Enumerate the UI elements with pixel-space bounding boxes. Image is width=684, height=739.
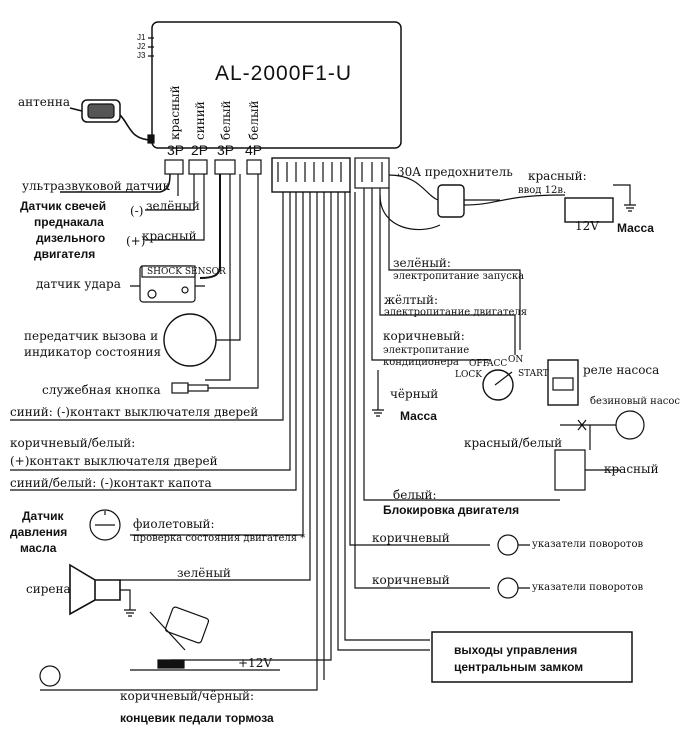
shock-label: датчик удара bbox=[36, 277, 121, 291]
brake-wire-label: коричневый/чёрный: bbox=[120, 689, 255, 703]
lock-label: LOCK bbox=[455, 370, 482, 380]
oil-check: проверка состояния двигателя * bbox=[133, 533, 306, 544]
siren-label: сирена bbox=[26, 582, 71, 596]
brown-label: коричневый: bbox=[383, 329, 465, 343]
relay-2 bbox=[554, 449, 586, 491]
battery-icon bbox=[564, 197, 614, 223]
turn2-label: указатели поворотов bbox=[532, 582, 644, 593]
glow-plus: (+) bbox=[126, 234, 146, 248]
j2-label: J2 bbox=[137, 42, 146, 51]
brown-t2-label: коричневый bbox=[372, 573, 450, 587]
door-plus-label-2: (+)контакт выключателя дверей bbox=[10, 454, 218, 468]
fuel-pump-icon bbox=[615, 410, 645, 440]
red-white-label: красный/белый bbox=[464, 436, 563, 450]
oil-violet: фиолетовый: bbox=[133, 517, 215, 531]
central-lock-box bbox=[431, 631, 633, 683]
start-label: START bbox=[518, 369, 549, 379]
alarm-module bbox=[151, 21, 402, 149]
connector-2-pins: 2P bbox=[191, 142, 209, 158]
module-j-pins bbox=[148, 37, 154, 57]
input-12-label: ввод 12в. bbox=[518, 185, 567, 196]
ac-label-2: кондиционера bbox=[383, 357, 459, 368]
siren-green: зелёный bbox=[177, 566, 231, 580]
white-label: белый: bbox=[393, 488, 437, 502]
connector-1-color: красный bbox=[168, 85, 182, 140]
red2-label: красный bbox=[604, 462, 659, 476]
glow-red: красный bbox=[142, 229, 197, 243]
connector-2-color: синий bbox=[193, 101, 207, 140]
on-label: ON bbox=[508, 355, 524, 365]
glow-label-4: двигателя bbox=[34, 247, 96, 261]
brown-t1-label: коричневый bbox=[372, 531, 450, 545]
green-label: зелёный: bbox=[393, 256, 451, 270]
connector-1-pins: 3P bbox=[167, 142, 185, 158]
start-power-label: электропитание запуска bbox=[393, 271, 525, 282]
lock-out-label-2: центральным замком bbox=[454, 660, 584, 674]
transmitter-label-1: передатчик вызова и bbox=[24, 329, 159, 343]
oil-sensor-icon bbox=[89, 509, 121, 541]
connector-4-color: белый bbox=[247, 100, 261, 141]
battery-label: 12V bbox=[575, 219, 599, 233]
acc-label: ACC bbox=[487, 359, 508, 369]
brake-switch bbox=[157, 659, 185, 669]
shock-box-label: SHOCK SENSOR bbox=[147, 267, 226, 277]
module-model: AL-2000F1-U bbox=[215, 62, 353, 85]
glow-label-1: Датчик свечей bbox=[20, 199, 107, 213]
pump-relay-icon bbox=[547, 359, 579, 406]
shock-sensor-icon bbox=[130, 265, 205, 303]
door-plus-label-1: коричневый/белый: bbox=[10, 436, 136, 450]
ac-label-1: электропитание bbox=[383, 345, 470, 356]
transmitter-icon bbox=[163, 313, 217, 367]
door-minus-label: синий: (-)контакт выключателя дверей bbox=[10, 405, 259, 419]
glow-label-3: дизельного bbox=[36, 231, 106, 245]
connector-4-pins: 4P bbox=[245, 142, 263, 158]
engine-power-label: электропитание двигателя bbox=[384, 307, 528, 318]
pump-relay-label: реле насоса bbox=[583, 363, 660, 377]
fuel-pump-label: безиновый насос bbox=[590, 396, 681, 407]
connector-3-color: белый bbox=[219, 100, 233, 141]
brake-pedal-icon bbox=[149, 606, 210, 651]
turn-signal-1-icon bbox=[497, 534, 519, 556]
engine-block-label: Блокировка двигателя bbox=[383, 503, 520, 517]
top-connectors bbox=[164, 159, 262, 175]
ultrasonic-label: ультразвуковой датчик bbox=[22, 179, 171, 193]
connector-3-pins: 3P bbox=[217, 142, 235, 158]
antenna-label: антенна bbox=[18, 95, 71, 109]
hood-label: синий/белый: (-)контакт капота bbox=[10, 476, 212, 490]
transmitter-label-2: индикатор состояния bbox=[24, 345, 162, 359]
lock-out-label-1: выходы управления bbox=[454, 643, 578, 657]
service-label: служебная кнопка bbox=[42, 383, 161, 397]
glow-minus: (-) bbox=[130, 204, 144, 218]
brake-light-icon bbox=[39, 665, 61, 687]
main-harness bbox=[271, 157, 351, 193]
off-label: OFF bbox=[469, 359, 489, 369]
antenna-icon bbox=[69, 99, 155, 144]
service-button-icon bbox=[171, 382, 209, 394]
oil-label-2: давления bbox=[10, 525, 68, 539]
mass-label: Масса bbox=[617, 221, 654, 235]
black-label: чёрный bbox=[390, 387, 439, 401]
j3-label: J3 bbox=[137, 51, 146, 60]
yellow-label: жёлтый: bbox=[384, 293, 438, 307]
red-label: красный: bbox=[528, 169, 587, 183]
plus12-label: +12V bbox=[238, 656, 272, 670]
glow-label-2: преднакала bbox=[34, 215, 104, 229]
brake-title: концевик педали тормоза bbox=[120, 711, 274, 725]
siren-icon bbox=[69, 563, 121, 616]
j1-label: J1 bbox=[137, 33, 146, 42]
fuse-label: 30A предохнитель bbox=[397, 165, 513, 179]
mass2-label: Масса bbox=[400, 409, 437, 423]
ignition-switch-icon bbox=[482, 369, 514, 401]
fuse-icon bbox=[437, 184, 465, 218]
oil-label-3: масла bbox=[20, 541, 57, 555]
oil-label-1: Датчик bbox=[22, 509, 64, 523]
glow-green: зелёный bbox=[146, 199, 200, 213]
turn-signal-2-icon bbox=[497, 577, 519, 599]
turn1-label: указатели поворотов bbox=[532, 539, 644, 550]
